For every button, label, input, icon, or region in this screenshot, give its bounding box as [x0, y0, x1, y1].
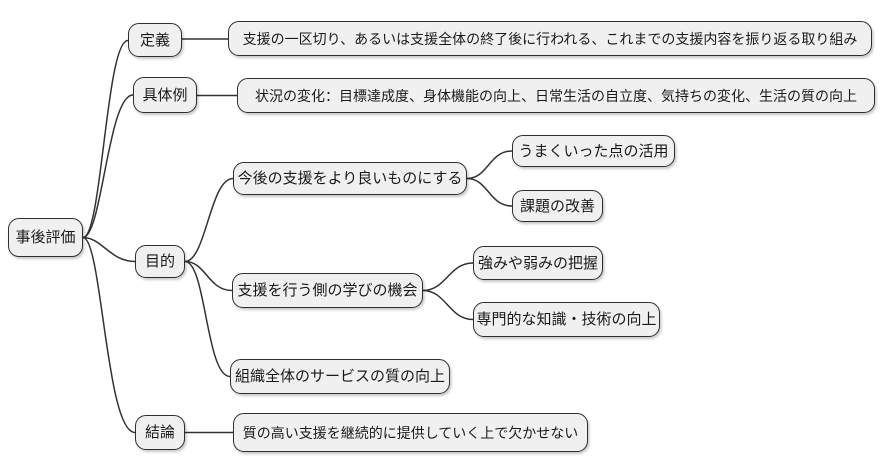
purpose-improve-node[interactable]: 今後の支援をより良いものにする	[233, 162, 467, 195]
branch-example-node[interactable]: 具体例	[133, 77, 197, 113]
link-learning-strengths	[422, 262, 474, 292]
improve-success-node[interactable]: うまくいった点の活用	[512, 135, 675, 167]
link-root-example	[82, 94, 134, 239]
link-root-conclusion	[82, 236, 136, 434]
definition-detail-node[interactable]: 支援の一区切り、あるいは支援全体の終了後に行われる、これまでの支援内容を振り返る…	[228, 21, 872, 56]
example-detail-node[interactable]: 状況の変化：目標達成度、身体機能の向上、日常生活の自立度、気持ちの変化、生活の質…	[237, 78, 875, 113]
link-improve-issues	[466, 177, 513, 207]
link-purpose-organization	[184, 260, 231, 378]
improve-issues-node[interactable]: 課題の改善	[512, 190, 603, 222]
conclusion-detail-node[interactable]: 質の高い支援を継続的に提供していく上で欠かせない	[233, 413, 588, 452]
purpose-organization-node[interactable]: 組織全体のサービスの質の向上	[230, 359, 450, 394]
purpose-learning-node[interactable]: 支援を行う側の学びの機会	[232, 273, 423, 308]
link-learning-expertise	[422, 289, 474, 321]
branch-definition-node[interactable]: 定義	[128, 23, 182, 57]
link-improve-success	[466, 150, 513, 180]
branch-purpose-node[interactable]: 目的	[135, 245, 185, 278]
branch-conclusion-node[interactable]: 結論	[135, 415, 185, 450]
link-purpose-improve	[184, 177, 234, 263]
learning-expertise-node[interactable]: 専門的な知識・技術の向上	[473, 302, 660, 337]
root-node[interactable]: 事後評価	[8, 218, 83, 257]
link-purpose-learning	[184, 260, 233, 292]
link-root-purpose	[82, 236, 136, 263]
link-root-definition	[82, 39, 129, 239]
learning-strengths-node[interactable]: 強みや弱みの把握	[473, 246, 603, 280]
